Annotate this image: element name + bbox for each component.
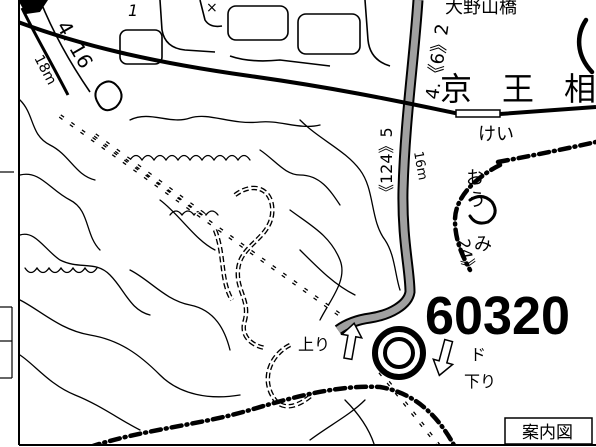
kana-label-4: み bbox=[474, 234, 492, 255]
railway-label: 京王相 bbox=[440, 70, 596, 108]
guide-map-label: 案内図 bbox=[522, 423, 573, 443]
left-margin-lines bbox=[0, 171, 14, 379]
main-road bbox=[334, 0, 424, 335]
double-ring-circle-icon bbox=[372, 326, 426, 380]
road-label-c: 《124》5 bbox=[377, 127, 396, 200]
kana-label-5: ド bbox=[470, 345, 486, 364]
hollow-up-arrow-icon bbox=[340, 322, 364, 361]
contour-lines bbox=[19, 99, 401, 444]
direction-down-label: 下り bbox=[464, 372, 496, 391]
power-lines bbox=[58, 114, 441, 444]
kana-label-2: お bbox=[466, 168, 484, 189]
kana-label-1: けい bbox=[478, 124, 514, 145]
map-symbol-cross: × bbox=[206, 0, 218, 16]
trails bbox=[212, 185, 314, 409]
bridge-label: 大野山橋 bbox=[445, 0, 517, 18]
building-outlines bbox=[119, 0, 391, 67]
station-platform bbox=[455, 109, 501, 118]
elevation-label-b: 16m bbox=[410, 150, 430, 181]
top-left-road bbox=[19, 0, 123, 112]
railway-line bbox=[19, 20, 596, 118]
direction-up-label: 上り bbox=[298, 335, 330, 354]
map-symbol-one: 1 bbox=[128, 1, 138, 20]
hollow-down-arrow-icon bbox=[432, 338, 455, 377]
map-frame bbox=[18, 0, 596, 446]
stop-code: 60320 bbox=[425, 286, 570, 346]
guide-map-box: 案内図 bbox=[504, 417, 593, 444]
boundary-lines bbox=[92, 17, 596, 444]
kana-label-3: う bbox=[468, 190, 486, 211]
